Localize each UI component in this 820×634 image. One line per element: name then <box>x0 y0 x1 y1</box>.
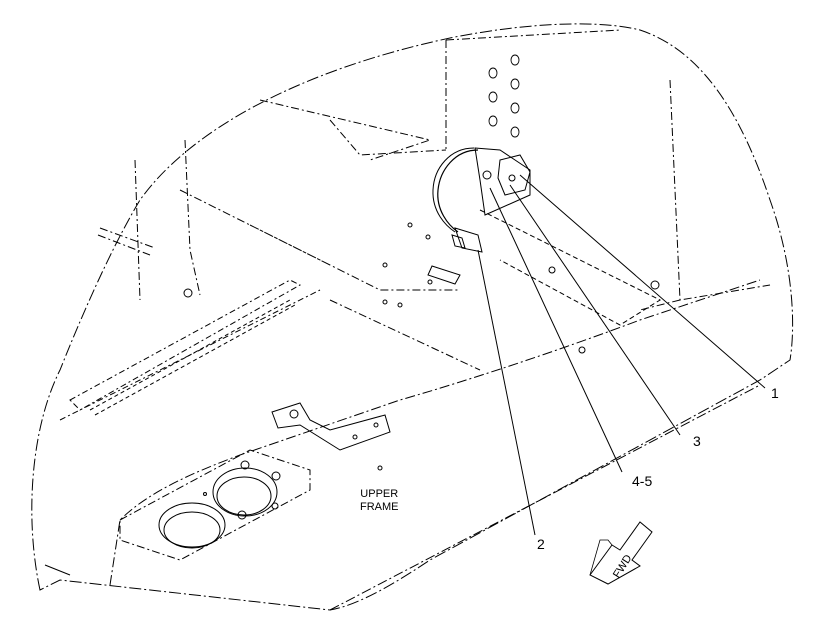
left-bracket <box>97 139 201 296</box>
upper-deck <box>259 99 447 161</box>
mid-deck-2 <box>329 299 481 371</box>
mount-plate <box>474 147 531 216</box>
access-holes <box>158 460 281 549</box>
left-rail-dash <box>89 299 296 416</box>
frame-outline <box>31 23 794 611</box>
wire-harness <box>437 149 479 233</box>
fwd-arrow-icon <box>589 521 653 585</box>
callout-2: 2 <box>537 536 545 552</box>
frame-label: UPPER FRAME <box>360 488 399 514</box>
lower-pocket <box>119 449 311 561</box>
mid-deck <box>179 189 460 291</box>
lower-slope <box>44 564 71 576</box>
front-edge <box>329 384 761 611</box>
wire-harness-2 <box>432 147 475 233</box>
left-post <box>134 159 141 301</box>
frame-label-line2: FRAME <box>360 501 399 513</box>
connector-tab <box>451 234 466 249</box>
callout-3: 3 <box>693 433 701 449</box>
cab-wall-dashed <box>479 209 662 326</box>
deck-slot <box>427 265 461 285</box>
callout-4-5: 4-5 <box>632 473 653 489</box>
leader-lines <box>477 174 766 536</box>
upper-frame-edge <box>109 279 761 586</box>
callout-1: 1 <box>771 385 779 401</box>
switch-body <box>497 154 531 196</box>
deck-holes <box>377 222 660 471</box>
frame-label-line1: UPPER <box>360 488 399 500</box>
connector-body <box>454 227 483 253</box>
frame-tab <box>271 402 391 451</box>
cab-wall <box>445 29 771 311</box>
left-rail <box>69 279 302 411</box>
wall-holes <box>488 54 520 138</box>
